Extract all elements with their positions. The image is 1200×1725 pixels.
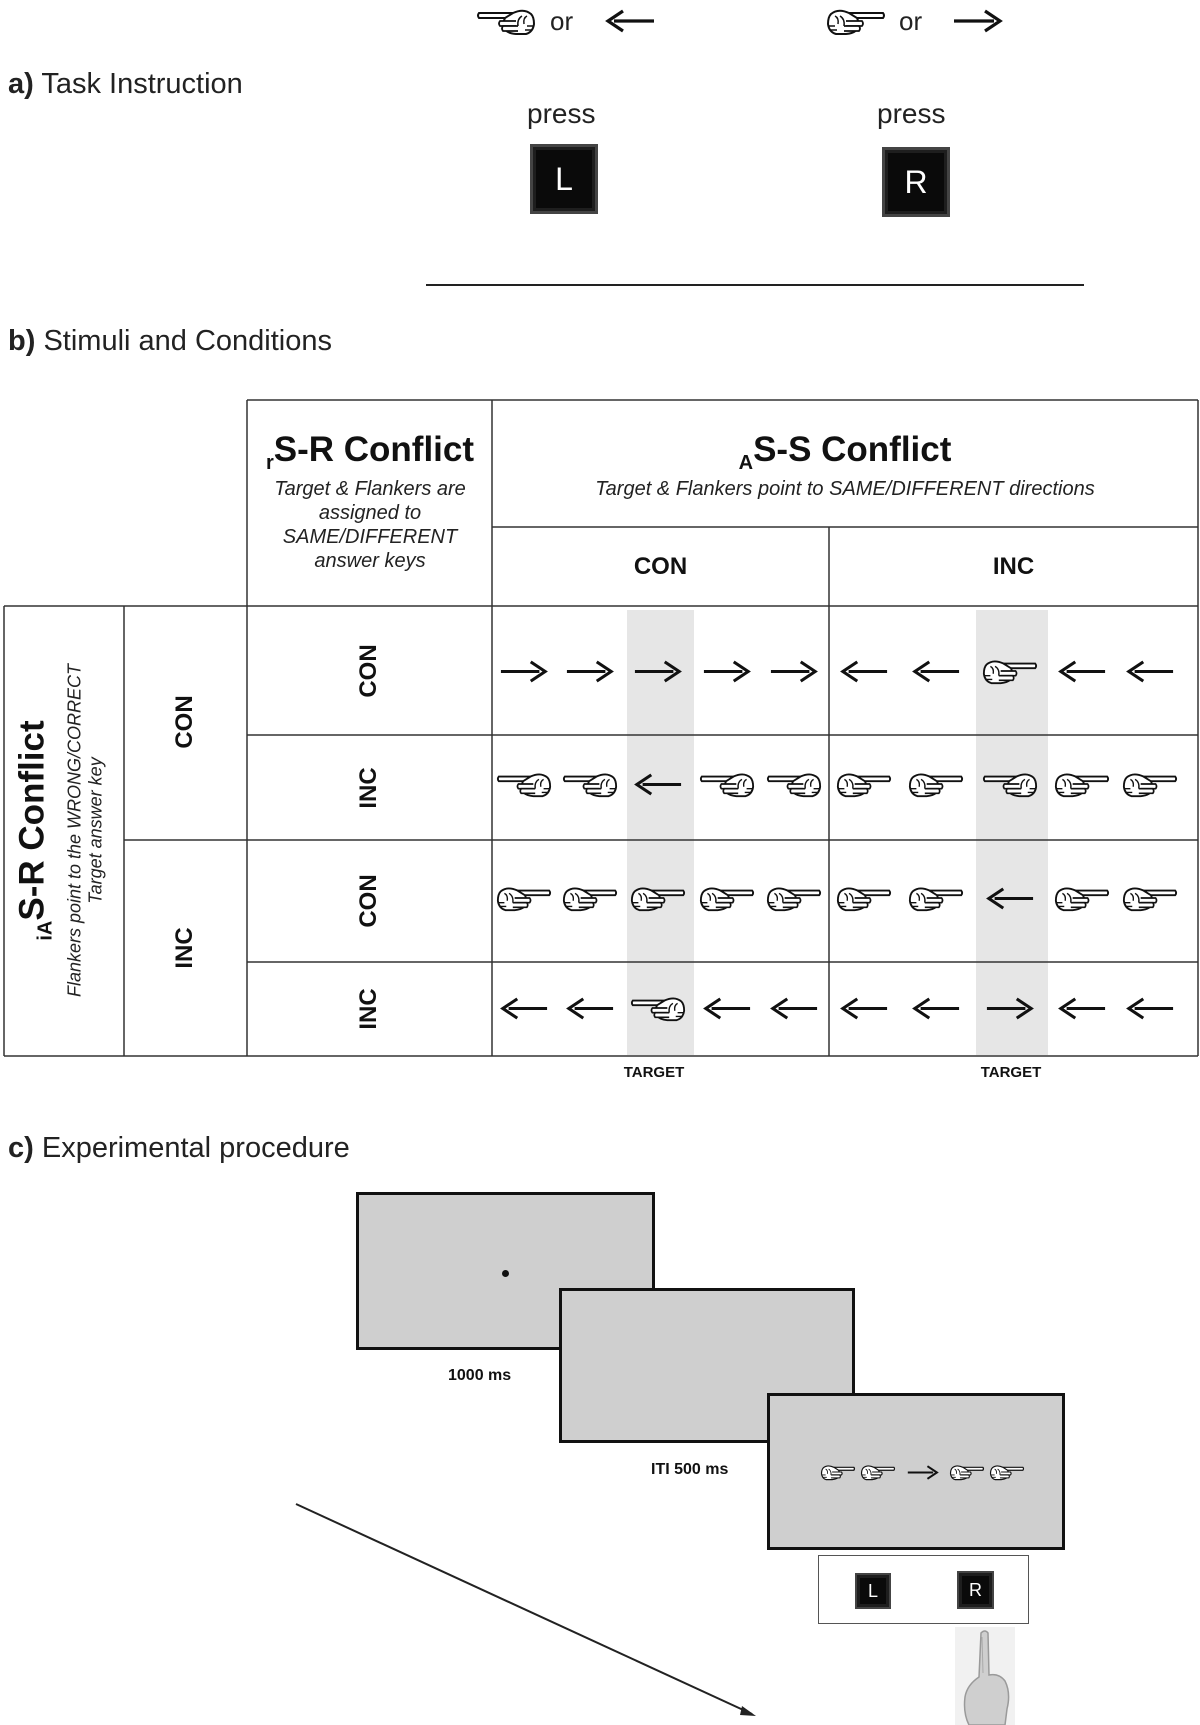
arrow-left-icon [565,994,615,1023]
arrow-left-icon [1057,657,1107,686]
arrow-left-icon [1125,657,1175,686]
timeline-arrow [295,1503,756,1716]
hand-left-icon [982,768,1038,800]
arrow-right-icon [906,1463,940,1482]
target-column-con-shade [627,610,694,1055]
trial-stimulus [822,1460,1022,1484]
iasr-header-title: iAS-R Conflict [12,720,57,941]
hand-right-icon [1054,768,1110,800]
response-box: L R [818,1555,1029,1624]
press-text-left: press [527,98,596,129]
press-text-right: press [877,98,946,129]
iasr-header-desc-1: Flankers point to the WRONG/CORRECT [64,663,85,998]
arrow-left-icon [702,994,752,1023]
section-b-label: b) [8,325,36,357]
arrow-left-icon [911,994,961,1023]
section-a-heading: a) Task Instruction [8,68,243,101]
r-row-4: INC [355,988,382,1030]
hand-left-icon [562,768,618,800]
arrow-left-icon [633,770,683,799]
rsr-header: rS-R Conflict Target & Flankers are assi… [248,430,492,573]
right-key-button: R [882,147,950,217]
hand-left-icon [766,768,822,800]
ass-header-title: AS-S Conflict [738,430,952,474]
iasr-header: iAS-R Conflict Flankers point to the WRO… [12,606,109,1056]
rsr-header-title: rS-R Conflict [265,430,475,474]
fixation-dot [502,1270,509,1277]
hand-right-icon [766,882,822,914]
arrow-left-icon [769,994,819,1023]
response-left-key: L [855,1573,891,1609]
arrow-left-icon [839,994,889,1023]
arrow-left-icon [1057,994,1107,1023]
hand-right-icon [908,768,964,800]
section-b-heading: b) Stimuli and Conditions [8,325,332,358]
section-b-title: Stimuli and Conditions [43,325,332,357]
arrow-right-icon [702,657,752,686]
section-a-label: a) [8,68,34,100]
section-a-title: Task Instruction [41,68,243,100]
target-label-con: TARGET [623,1064,685,1081]
fixation-duration: 1000 ms [448,1367,512,1384]
r-row-3: CON [355,874,382,928]
ss-column-inc: INC [992,553,1035,580]
hand-right-icon [562,882,618,914]
iasr-header-desc-2: Target answer key [85,757,106,904]
arrow-left-icon [839,657,889,686]
ia-row-inc: INC [171,927,198,969]
arrow-right-icon [769,657,819,686]
section-divider [426,284,1084,286]
or-text-right: or [899,6,923,36]
hand-right-icon [982,655,1038,687]
hand-right-icon [860,1462,896,1482]
target-column-inc-shade [976,610,1048,1055]
hand-right-icon [1122,768,1178,800]
response-right-key: R [957,1571,994,1609]
arrow-right-icon [985,994,1035,1023]
hand-right-icon [820,1462,856,1482]
arrow-right-icon [499,657,549,686]
section-c-heading: c) Experimental procedure [8,1132,350,1165]
iti-duration: ITI 500 ms [651,1461,729,1478]
section-c-label: c) [8,1132,34,1164]
ass-header: AS-S Conflict Target & Flankers point to… [492,430,1198,501]
hand-left-icon [630,992,686,1024]
r-row-1: CON [355,644,382,698]
r-row-2: INC [355,767,382,809]
ass-header-desc: Target & Flankers point to SAME/DIFFEREN… [595,478,1095,500]
hand-right-icon [836,768,892,800]
hand-right-icon [496,882,552,914]
hand-right-icon [1054,882,1110,914]
hand-right-icon [949,1462,985,1482]
arrow-left-icon [1125,994,1175,1023]
hand-right-icon [989,1462,1025,1482]
hand-right-icon [836,882,892,914]
ss-column-con: CON [633,553,688,580]
hand-right-icon [699,882,755,914]
arrow-left-icon [985,884,1035,913]
hand-right-icon [630,882,686,914]
arrow-right-icon [565,657,615,686]
arrow-left-icon [499,994,549,1023]
section-c-title: Experimental procedure [41,1132,350,1164]
trial-screen [767,1393,1065,1550]
hand-left-icon [496,768,552,800]
hand-right-icon [1122,882,1178,914]
or-text-left: or [550,6,574,36]
arrow-right-icon [633,657,683,686]
ia-row-con: CON [171,695,198,749]
rsr-header-desc: Target & Flankers are assigned to SAME/D… [274,478,466,572]
arrow-left-icon [911,657,961,686]
pointing-finger-icon [955,1627,1015,1725]
left-key-button: L [530,144,598,214]
hand-left-icon [699,768,755,800]
target-label-inc: TARGET [980,1064,1042,1081]
hand-right-icon [908,882,964,914]
